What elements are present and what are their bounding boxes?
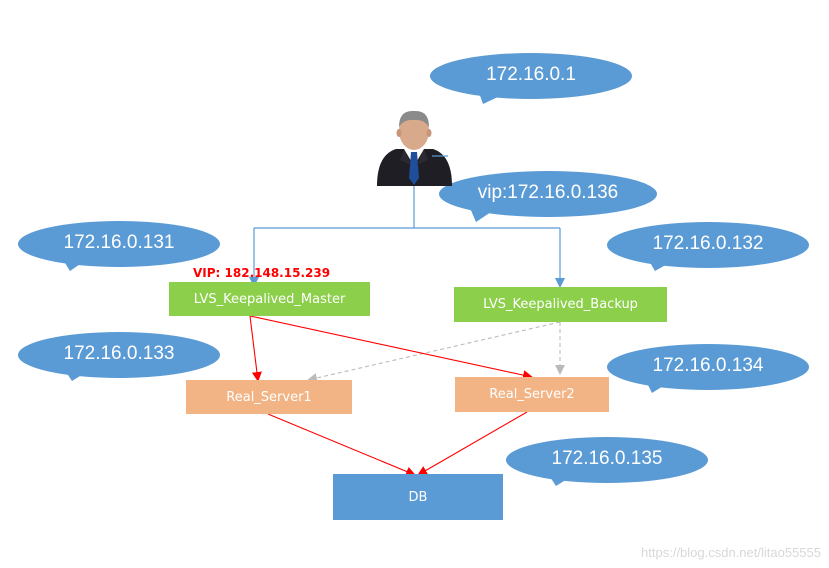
businessman-icon (377, 110, 452, 186)
lvs-master-label: LVS_Keepalived_Master (193, 291, 346, 307)
lvs-backup-node: LVS_Keepalived_Backup (454, 287, 667, 322)
real-server1-node: Real_Server1 (186, 380, 352, 414)
callout-master (18, 221, 220, 271)
db-label: DB (408, 489, 428, 505)
real-server2-node: Real_Server2 (455, 377, 609, 412)
callout-vip-text: vip:172.16.0.136 (477, 182, 619, 203)
lvs-backup-label: LVS_Keepalived_Backup (483, 297, 638, 312)
real-server1-label: Real_Server1 (226, 389, 312, 405)
callout-rs1 (18, 332, 220, 381)
db-node: DB (333, 474, 503, 520)
callout-rs2 (607, 344, 809, 393)
callout-vip (439, 171, 657, 222)
callout-db-text: 172.16.0.135 (551, 448, 663, 469)
callout-client (430, 53, 632, 104)
callout-backup (607, 222, 809, 271)
lvs-master-node: LVS_Keepalived_Master (169, 282, 370, 316)
callout-rs1-text: 172.16.0.133 (63, 343, 175, 364)
vip-label: VIP: 182.148.15.239 (193, 266, 331, 280)
callout-rs2-text: 172.16.0.134 (652, 355, 764, 376)
real-server2-label: Real_Server2 (489, 387, 575, 402)
callout-client-text: 172.16.0.1 (486, 64, 576, 85)
callout-backup-text: 172.16.0.132 (652, 233, 764, 254)
callout-db (506, 437, 708, 486)
watermark: https://blog.csdn.net/litao55555 (641, 545, 821, 560)
callout-master-text: 172.16.0.131 (63, 232, 175, 253)
